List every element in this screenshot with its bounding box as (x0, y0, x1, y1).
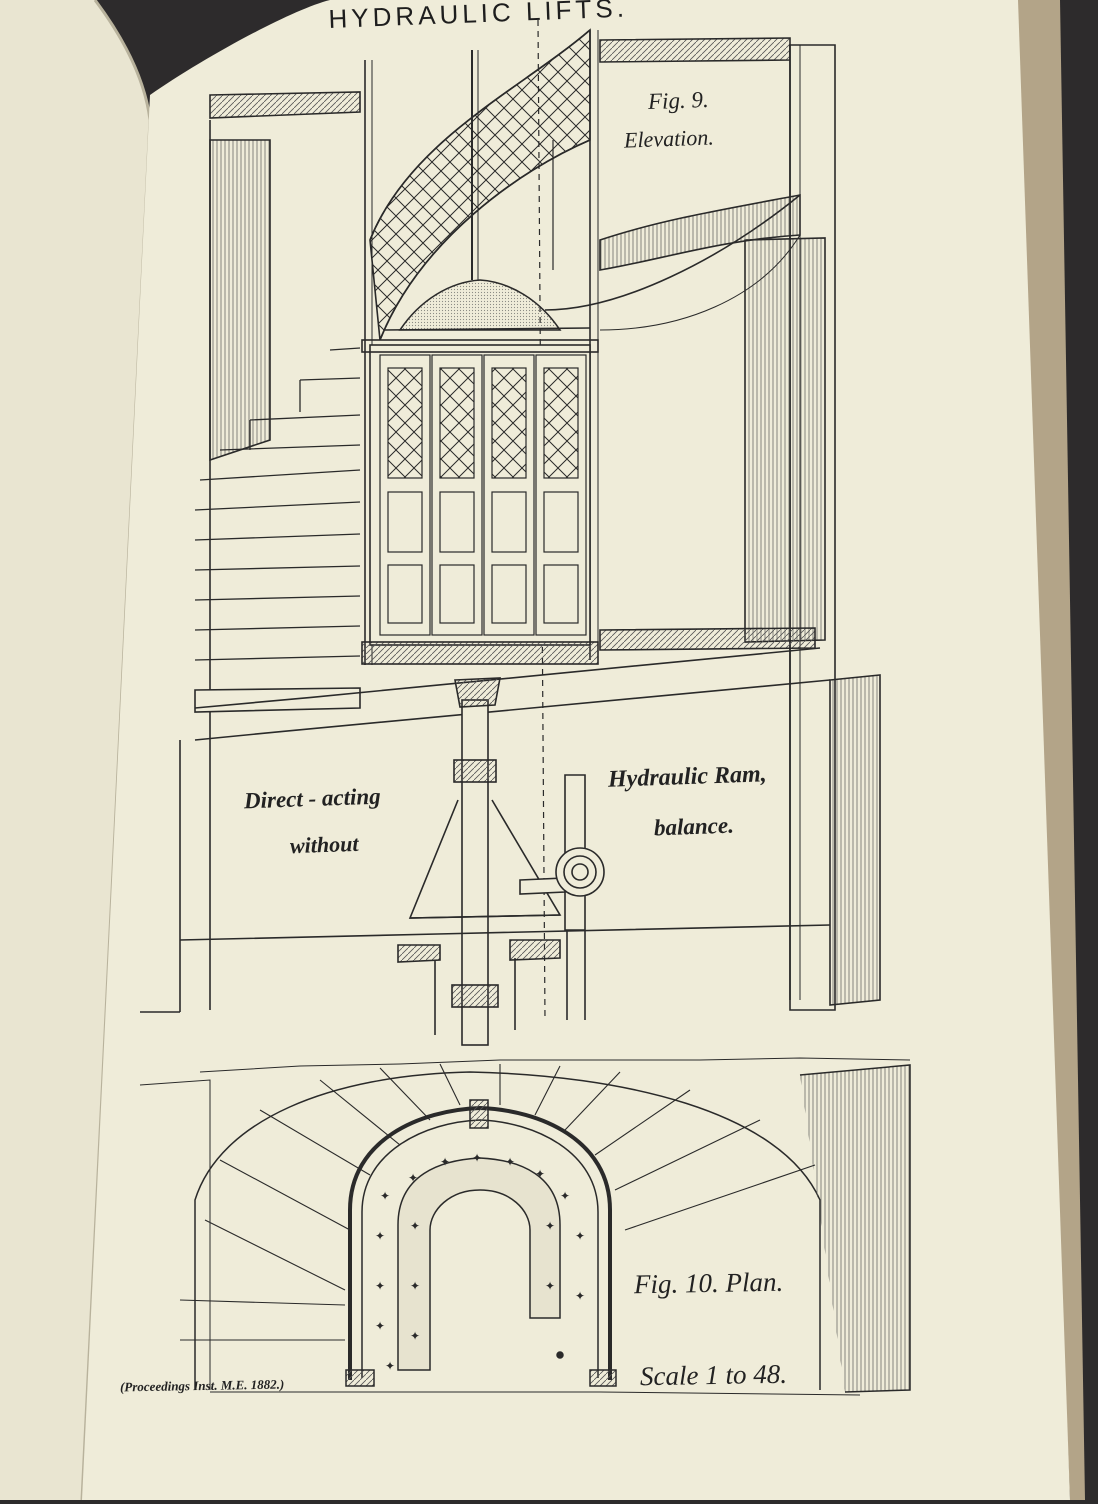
svg-text:✦: ✦ (385, 1359, 395, 1373)
svg-text:✦: ✦ (535, 1167, 545, 1181)
svg-text:✦: ✦ (440, 1155, 450, 1169)
svg-text:✦: ✦ (545, 1219, 555, 1233)
label-balance: balance. (653, 812, 735, 841)
svg-text:✦: ✦ (375, 1319, 385, 1333)
fig9-caption: Fig. 9. (647, 86, 710, 115)
label-without: without (289, 830, 359, 859)
svg-text:✦: ✦ (410, 1279, 420, 1293)
figure-9-elevation (140, 19, 881, 1046)
scale-text: Scale 1 to 48. (639, 1358, 788, 1392)
svg-text:✦: ✦ (472, 1151, 482, 1165)
svg-text:✦: ✦ (408, 1171, 418, 1185)
svg-text:✦: ✦ (545, 1279, 555, 1293)
svg-text:✦: ✦ (375, 1229, 385, 1243)
left-page (0, 0, 150, 1500)
svg-text:✦: ✦ (410, 1219, 420, 1233)
source-note: (Proceedings Inst. M.E. 1882.) (119, 1376, 285, 1395)
svg-text:✦: ✦ (380, 1189, 390, 1203)
svg-text:✦: ✦ (575, 1229, 585, 1243)
fig10-caption: Fig. 10. Plan. (633, 1266, 784, 1300)
svg-text:✦: ✦ (505, 1155, 515, 1169)
svg-text:✦: ✦ (575, 1289, 585, 1303)
svg-text:✦: ✦ (375, 1279, 385, 1293)
figure-10-plan: ✦ ✦ ✦ ✦ ✦ ✦ ✦ ✦ ✦ ✦ ✦ ✦ ✦ ✦ ✦ ✦ ✦ ✦ (139, 1057, 911, 1396)
fig9-subtitle: Elevation. (623, 124, 715, 153)
label-hydraulic-ram: Hydraulic Ram, (607, 761, 768, 793)
label-direct-acting: Direct - acting (243, 783, 382, 814)
svg-text:✦: ✦ (410, 1329, 420, 1343)
svg-text:✦: ✦ (560, 1189, 570, 1203)
